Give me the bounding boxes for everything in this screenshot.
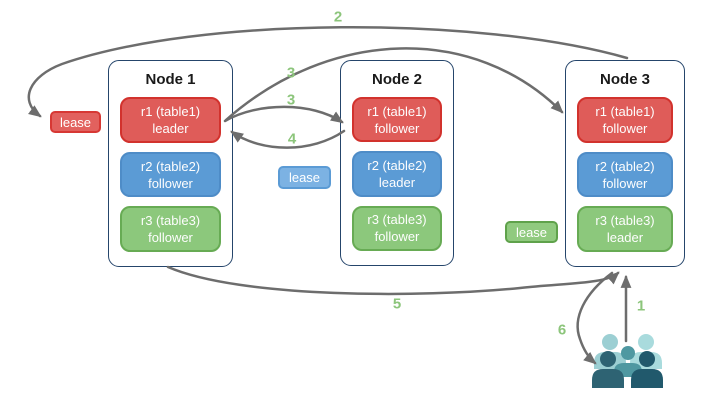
node-1: Node 1 r1 (table1) leader r2 (table2) fo… xyxy=(108,60,233,267)
step-label-6: 6 xyxy=(557,321,567,339)
node-2-replica-r3: r3 (table3) follower xyxy=(352,205,442,251)
replica-name: r1 (table1) xyxy=(140,103,201,119)
replica-role: follower xyxy=(374,120,420,136)
node-2: Node 2 r1 (table1) follower r2 (table2) … xyxy=(340,60,454,266)
replica-name: r3 (table3) xyxy=(140,213,201,229)
replica-role: follower xyxy=(148,230,193,246)
replica-name: r3 (table3) xyxy=(595,213,655,229)
users-icon xyxy=(592,334,663,388)
node-1-replica-r3: r3 (table3) follower xyxy=(120,206,221,253)
node-3-replica-r3: r3 (table3) leader xyxy=(577,206,673,253)
replica-role: leader xyxy=(152,120,189,136)
lease-badge-r3: lease xyxy=(505,221,558,243)
replica-name: r2 (table2) xyxy=(595,158,655,174)
node-2-replica-r2: r2 (table2) leader xyxy=(352,151,442,197)
node-2-replica-r1: r1 (table1) follower xyxy=(352,97,442,143)
replica-name: r3 (table3) xyxy=(367,212,427,228)
person-front-right xyxy=(631,351,663,388)
replica-role: leader xyxy=(378,174,416,190)
replica-role: leader xyxy=(606,230,644,246)
node-3-replica-r1: r1 (table1) follower xyxy=(577,97,673,143)
node-3-title: Node 3 xyxy=(599,71,650,88)
step-label-2: 2 xyxy=(333,8,343,26)
node-1-title: Node 1 xyxy=(145,71,196,88)
replica-role: follower xyxy=(374,229,420,245)
node-3-replica-r2: r2 (table2) follower xyxy=(577,151,673,198)
step-label-4: 4 xyxy=(287,130,297,148)
replica-name: r2 (table2) xyxy=(140,158,201,174)
node-3: Node 3 r1 (table1) follower r2 (table2) … xyxy=(565,60,685,267)
step-label-3a: 3 xyxy=(286,64,296,82)
node-1-replica-r1: r1 (table1) leader xyxy=(120,97,221,143)
step-label-5: 5 xyxy=(392,295,402,313)
step-label-1: 1 xyxy=(636,297,646,315)
node-1-replica-r2: r2 (table2) follower xyxy=(120,151,221,198)
replica-role: follower xyxy=(602,175,648,191)
node-2-title: Node 2 xyxy=(371,71,422,88)
replica-name: r1 (table1) xyxy=(595,103,655,119)
arrow-step-5-node1-to-node3 xyxy=(166,265,620,296)
lease-badge-r2: lease xyxy=(278,166,331,189)
replica-name: r2 (table2) xyxy=(367,157,427,173)
replica-role: follower xyxy=(148,175,193,191)
lease-badge-r1: lease xyxy=(50,111,101,133)
replica-name: r1 (table1) xyxy=(367,103,427,119)
replica-role: follower xyxy=(602,120,648,136)
step-label-3b: 3 xyxy=(286,91,296,109)
arrow-step-3-leader-to-node2-follower xyxy=(223,105,344,124)
